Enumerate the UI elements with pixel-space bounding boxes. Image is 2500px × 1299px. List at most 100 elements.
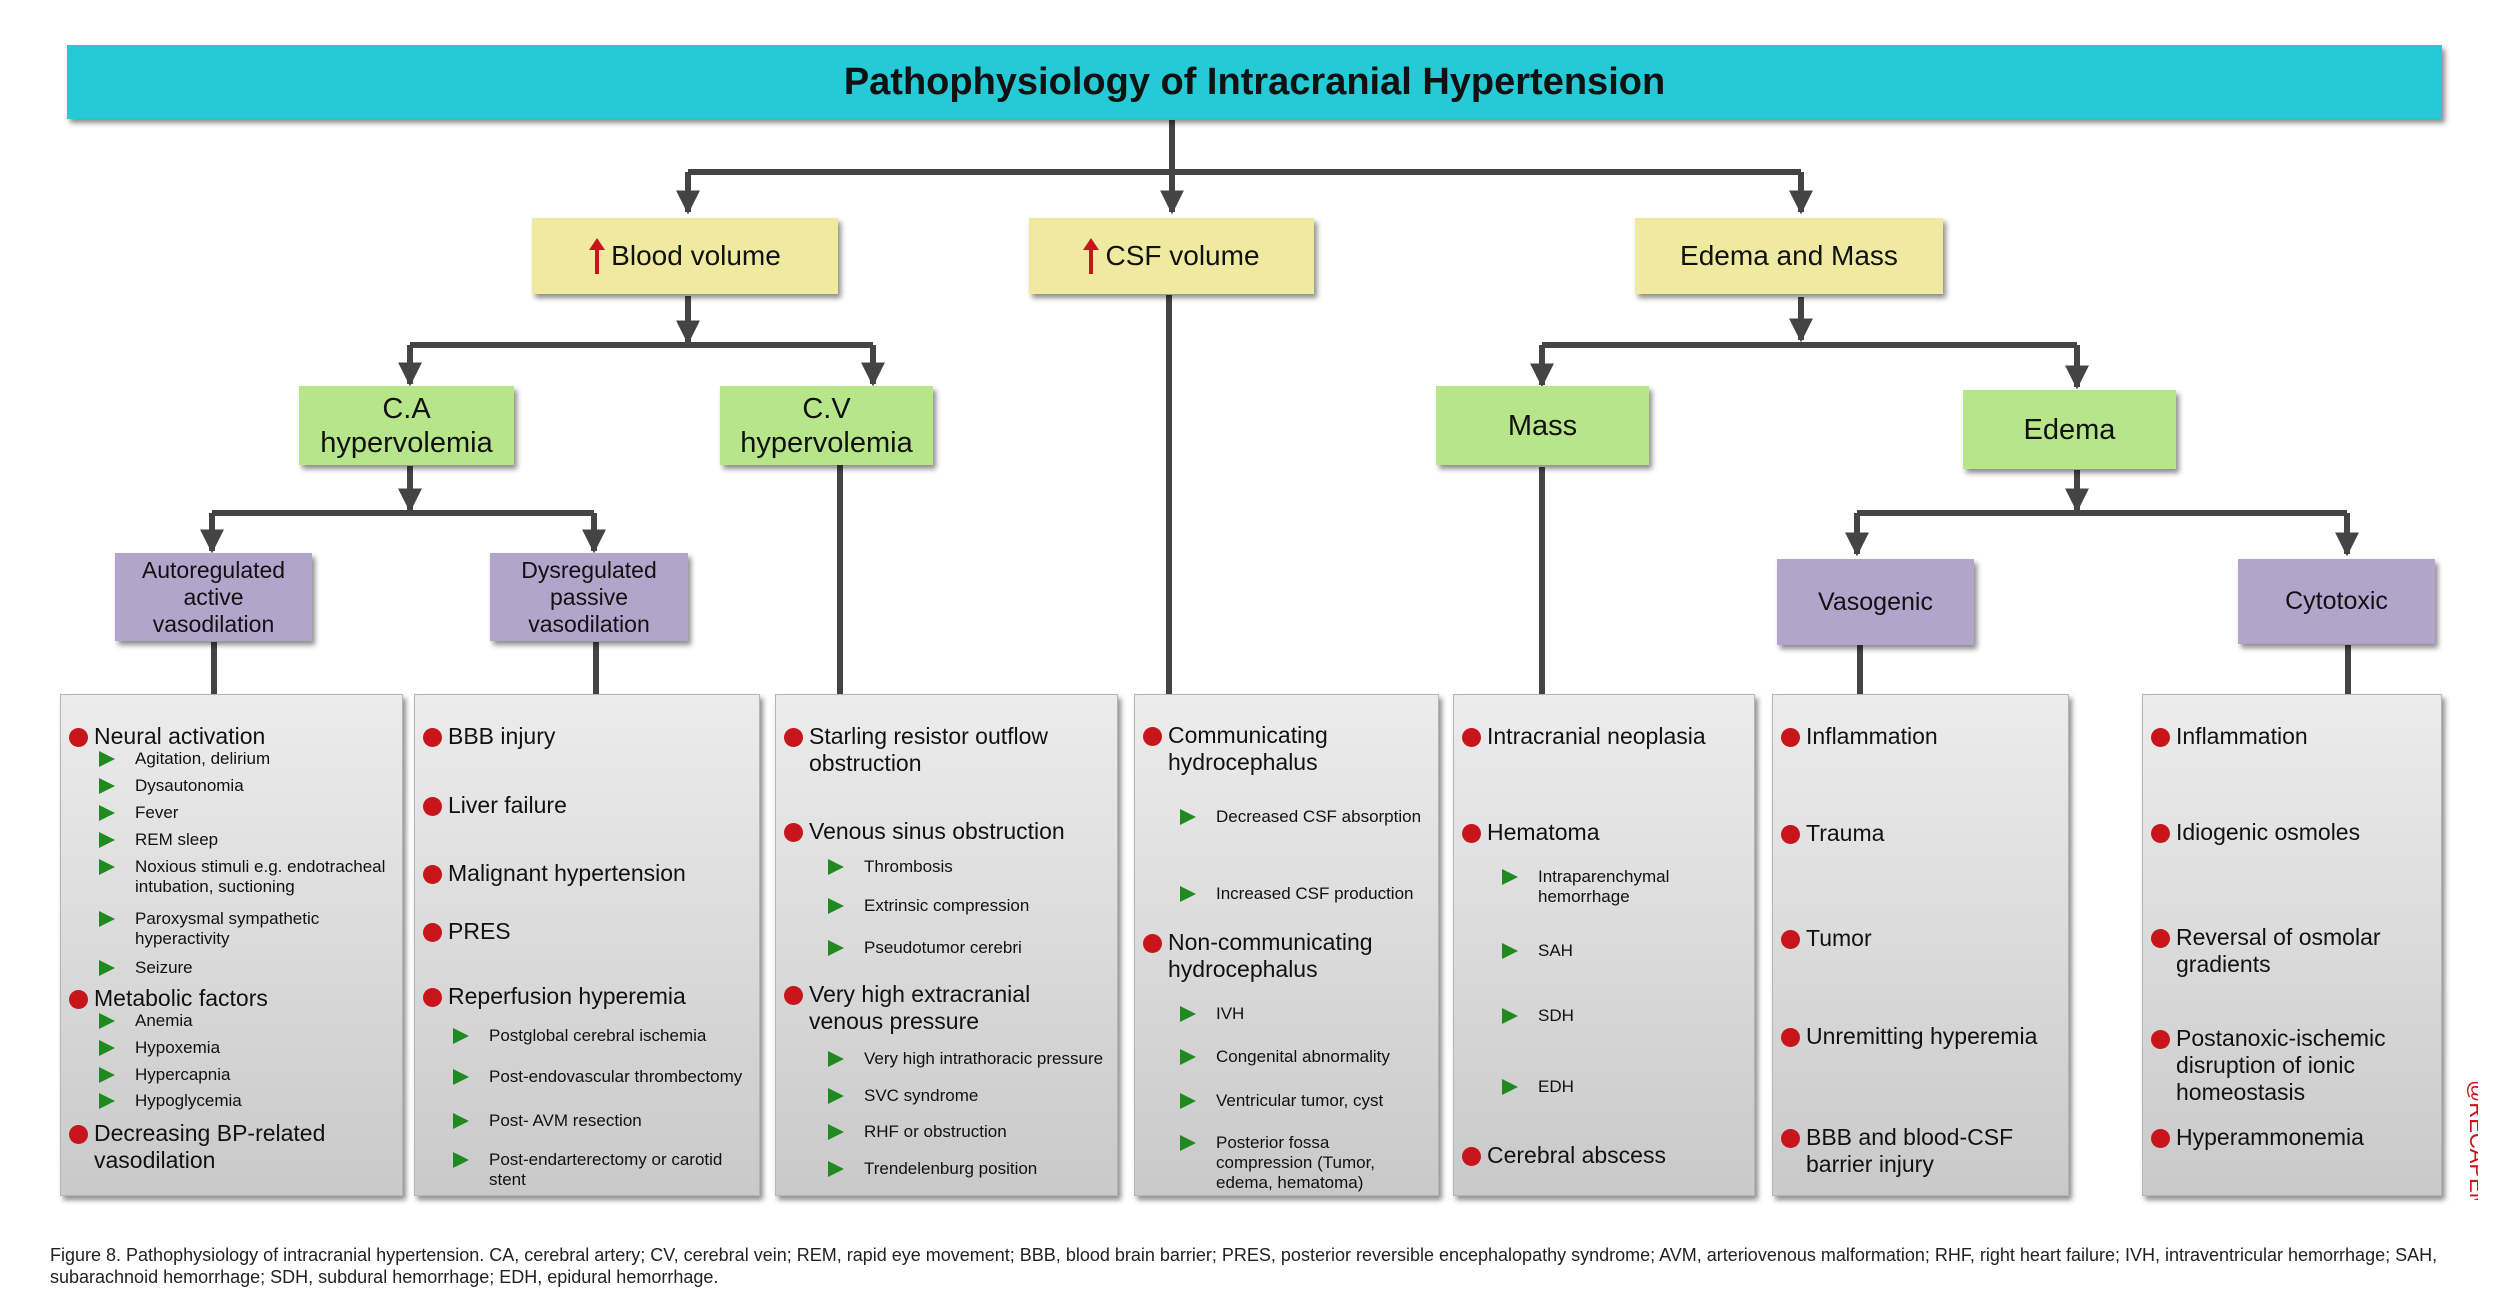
cause-text-line: IVH: [1216, 1004, 1245, 1023]
cv-hypervolemia-box: C.V hypervolemia: [720, 386, 933, 465]
green-arrow-icon: [1502, 869, 1534, 885]
cause-subitem: Hypercapnia: [99, 1065, 398, 1085]
red-bullet-icon: [1781, 825, 1800, 844]
cause-text-line: Posterior fossa: [1216, 1133, 1330, 1152]
dysreg-line2: passive: [550, 583, 628, 610]
cause-text: Tumor: [1806, 925, 1872, 952]
edema-mass-box: Edema and Mass: [1635, 218, 1943, 294]
cause-text: SVC syndrome: [864, 1086, 978, 1106]
red-bullet-icon: [2151, 728, 2170, 747]
green-arrow-icon: [828, 898, 860, 914]
cause-text-line: homeostasis: [2176, 1079, 2306, 1105]
cause-subitem: Seizure: [99, 958, 398, 978]
cause-text: Venous sinus obstruction: [809, 818, 1065, 845]
cause-text: REM sleep: [135, 830, 218, 850]
green-arrow-icon: [99, 832, 131, 848]
cause-item: BBB injury: [423, 723, 755, 750]
red-bullet-icon: [784, 823, 803, 842]
red-bullet-icon: [69, 990, 88, 1009]
cause-text-line: Agitation, delirium: [135, 749, 271, 768]
cause-text-line: Postglobal cerebral ischemia: [489, 1026, 707, 1045]
cause-text: Postglobal cerebral ischemia: [489, 1026, 706, 1046]
cause-text-line: Post-endarterectomy or carotid: [489, 1150, 723, 1169]
cause-subitem: SAH: [1502, 941, 1750, 961]
cause-subitem: Thrombosis: [828, 857, 1113, 877]
cause-item: Malignant hypertension: [423, 860, 755, 887]
cause-text-line: Unremitting hyperemia: [1806, 1023, 2038, 1049]
cause-text-line: Intracranial neoplasia: [1487, 723, 1706, 749]
red-bullet-icon: [1143, 934, 1162, 953]
red-bullet-icon: [784, 728, 803, 747]
green-arrow-icon: [453, 1028, 485, 1044]
ca-hypervolemia-box: C.A hypervolemia: [299, 386, 514, 465]
cause-subitem: Postglobal cerebral ischemia: [453, 1026, 755, 1046]
cause-text-line: Noxious stimuli e.g. endotracheal: [135, 857, 386, 876]
ca-label-line1: C.A: [382, 392, 431, 425]
green-arrow-icon: [828, 1161, 860, 1177]
autoregulated-box: Autoregulated active vasodilation: [115, 553, 312, 641]
red-bullet-icon: [1462, 728, 1481, 747]
diagram-title: Pathophysiology of Intracranial Hyperten…: [67, 45, 2442, 119]
cause-text-line: Anemia: [135, 1011, 193, 1030]
cause-text-line: Metabolic factors: [94, 985, 268, 1011]
cause-text-line: Cerebral abscess: [1487, 1142, 1666, 1168]
cause-text-line: Paroxysmal sympathetic: [135, 909, 320, 928]
cv-label-line1: C.V: [802, 392, 851, 425]
cause-text: Metabolic factors: [94, 985, 268, 1012]
cause-text-line: BBB and blood-CSF: [1806, 1124, 2014, 1150]
green-arrow-icon: [1180, 809, 1212, 825]
green-arrow-icon: [453, 1069, 485, 1085]
red-bullet-icon: [2151, 1030, 2170, 1049]
cause-text-line: Decreasing BP-related: [94, 1120, 326, 1146]
green-arrow-icon: [828, 1051, 860, 1067]
watermark-text: @RECAPEM: [2465, 1080, 2478, 1200]
cause-text-line: edema, hematoma): [1216, 1173, 1364, 1192]
cause-subitem: Post-endovascular thrombectomy: [453, 1067, 755, 1087]
green-arrow-icon: [1502, 943, 1534, 959]
cause-subitem: Trendelenburg position: [828, 1159, 1113, 1179]
cause-text-line: SDH: [1538, 1006, 1574, 1025]
blood-volume-label: Blood volume: [611, 240, 781, 271]
cause-text: Cerebral abscess: [1487, 1142, 1666, 1169]
cause-subitem: REM sleep: [99, 830, 398, 850]
cause-text: Intracranial neoplasia: [1487, 723, 1706, 750]
green-arrow-icon: [99, 960, 131, 976]
red-bullet-icon: [423, 988, 442, 1007]
cause-text-line: Very high intrathoracic pressure: [864, 1049, 1104, 1068]
green-arrow-icon: [453, 1152, 485, 1168]
green-arrow-icon: [99, 751, 131, 767]
cause-text-line: RHF or obstruction: [864, 1122, 1007, 1141]
cause-subitem: Pseudotumor cerebri: [828, 938, 1113, 958]
cause-text: Increased CSF production: [1216, 884, 1414, 904]
mass-label: Mass: [1507, 409, 1578, 442]
cause-text-line: Tumor: [1806, 925, 1872, 951]
green-arrow-icon: [99, 911, 131, 927]
cause-text-line: Malignant hypertension: [448, 860, 686, 886]
red-bullet-icon: [1143, 727, 1162, 746]
cv-label-line2: hypervolemia: [740, 426, 913, 459]
red-bullet-icon: [1781, 728, 1800, 747]
cause-subitem: Increased CSF production: [1180, 884, 1434, 904]
cause-subitem: Decreased CSF absorption: [1180, 807, 1434, 827]
cause-text-line: Pseudotumor cerebri: [864, 938, 1022, 957]
cause-text-line: Starling resistor outflow: [809, 723, 1049, 749]
